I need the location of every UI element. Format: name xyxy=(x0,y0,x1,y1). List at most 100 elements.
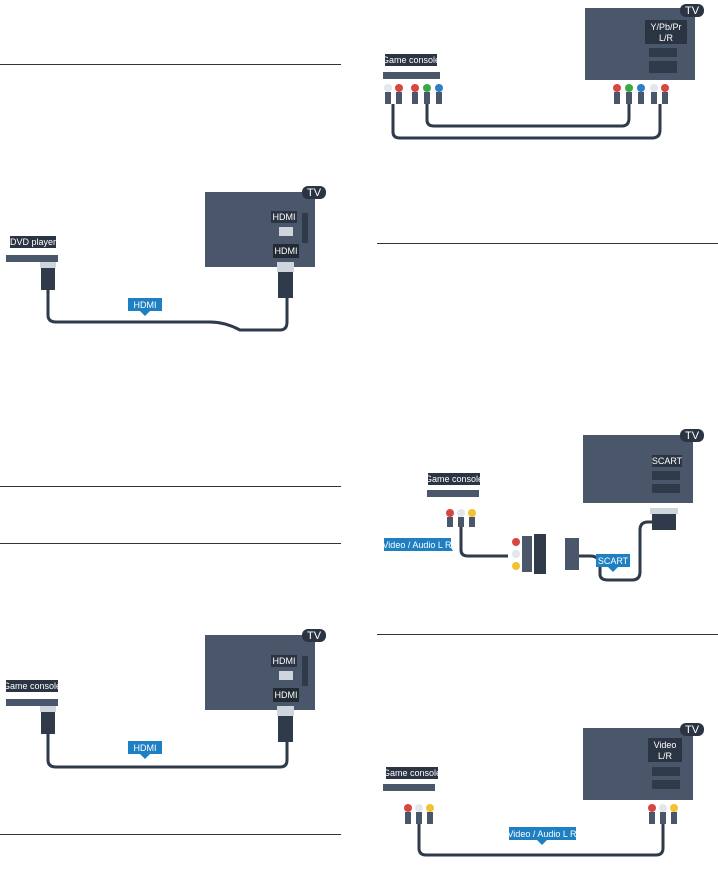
plug-blue xyxy=(637,84,645,92)
tv-socket-panel-2 xyxy=(649,61,677,73)
plug-red xyxy=(613,84,621,92)
plug-green xyxy=(625,84,633,92)
plug-red xyxy=(395,84,403,92)
tv-port-label xyxy=(652,455,682,467)
plug-body xyxy=(416,812,422,824)
tv-port-label-line2: L/R xyxy=(658,751,673,761)
plug-red xyxy=(512,538,520,546)
tv-socket xyxy=(652,471,680,480)
plug-body xyxy=(405,812,411,824)
adapter-connector xyxy=(522,536,532,572)
game-console-device xyxy=(383,72,440,79)
hdmi-cable xyxy=(46,734,289,769)
tv-badge xyxy=(680,723,704,736)
plug-body xyxy=(436,92,442,104)
cable-label xyxy=(509,827,576,840)
tv-port-label-line2: L/R xyxy=(659,33,674,43)
device-plugs xyxy=(384,84,443,104)
plug-body xyxy=(614,92,620,104)
hdmi-dvd-diagram: TV HDMI HDMI DVD player HDMI xyxy=(6,186,326,332)
game-console-device xyxy=(427,490,479,497)
scart-adapter-end xyxy=(565,538,579,570)
device-label xyxy=(10,236,56,248)
plug-yellow xyxy=(468,509,476,517)
tv-hdmi-socket xyxy=(279,227,293,236)
plug-body xyxy=(412,92,418,104)
device-label xyxy=(6,680,58,692)
video-game-diagram: TV Video L/R Game console Video / Audio xyxy=(383,723,704,857)
scart-cable xyxy=(579,520,652,582)
tv-hdmi-plug xyxy=(278,272,293,298)
plug-white xyxy=(415,804,423,812)
tv-badge-text: TV xyxy=(307,630,322,642)
tv-side-port xyxy=(302,656,308,686)
scart-plug-head xyxy=(650,508,678,514)
separator-line-5 xyxy=(377,243,718,244)
tv-socket-panel xyxy=(649,48,677,57)
tv-badge-text: TV xyxy=(685,5,700,17)
plug-yellow xyxy=(512,562,520,570)
scart-adapter xyxy=(534,534,546,574)
tv-hdmi-plug-head xyxy=(277,262,294,272)
plug-green xyxy=(423,84,431,92)
cable-label-pointer xyxy=(140,754,150,759)
tv-plug-label xyxy=(273,244,299,258)
plug-white xyxy=(659,804,667,812)
tv-badge-text: TV xyxy=(685,724,700,736)
av-cable xyxy=(417,824,665,857)
dvd-player-device xyxy=(6,255,58,262)
tv-socket-2 xyxy=(652,484,680,493)
cable-label-right-text: SCART xyxy=(598,556,629,566)
tv-port-label-text: SCART xyxy=(652,456,683,466)
tv-plug-label-text: HDMI xyxy=(275,246,298,256)
device-plugs xyxy=(446,509,476,527)
plug-body xyxy=(458,517,464,527)
plug-body xyxy=(626,92,632,104)
tv-hdmi-plug-head xyxy=(277,706,294,716)
tv-plug-label xyxy=(273,688,299,702)
tv-plug-label-text: HDMI xyxy=(275,690,298,700)
game-console-device xyxy=(6,699,58,706)
plug-white xyxy=(457,509,465,517)
device-plug-head xyxy=(40,262,56,268)
separator-line-6 xyxy=(377,634,718,635)
tv-port-label xyxy=(648,738,682,762)
plug-yellow xyxy=(426,804,434,812)
tv-socket-2 xyxy=(652,780,680,789)
plug-red xyxy=(411,84,419,92)
audio-cable xyxy=(391,104,662,140)
tv-badge xyxy=(302,629,326,642)
tv-badge xyxy=(302,186,326,199)
plug-body xyxy=(651,92,657,104)
cable-label-text: Video / Audio L R xyxy=(507,829,577,839)
device-label-text: DVD player xyxy=(10,237,56,247)
tv-port-label xyxy=(271,211,297,223)
scart-game-diagram: TV SCART Game console Video / xyxy=(382,429,704,582)
scart-plug xyxy=(652,514,676,530)
cable-label-text: HDMI xyxy=(134,743,157,753)
device-plugs xyxy=(404,804,434,824)
tv-socket xyxy=(652,767,680,776)
device-hdmi-plug xyxy=(41,268,55,290)
tv-side-port xyxy=(302,213,308,243)
plug-body xyxy=(447,517,453,527)
hdmi-game-diagram: TV HDMI HDMI Game console HDMI xyxy=(3,629,326,769)
plug-white xyxy=(384,84,392,92)
cable-label-right-pointer xyxy=(608,567,618,572)
ypbpr-game-diagram: TV Y/Pb/Pr L/R Game console xyxy=(382,4,704,140)
plug-blue xyxy=(435,84,443,92)
game-console-device xyxy=(383,784,435,791)
tv-port-label-text: HDMI xyxy=(273,656,296,666)
device-label xyxy=(386,767,438,779)
component-cable xyxy=(425,104,631,128)
separator-line-4 xyxy=(0,834,341,835)
plug-body xyxy=(662,92,668,104)
device-label-text: Game console xyxy=(425,474,483,484)
tv-hdmi-plug xyxy=(278,716,293,742)
tv-plugs xyxy=(648,804,678,824)
plug-white xyxy=(512,550,520,558)
tv-port-label-text: HDMI xyxy=(273,212,296,222)
plug-yellow xyxy=(670,804,678,812)
cable-label-pointer xyxy=(140,311,150,316)
